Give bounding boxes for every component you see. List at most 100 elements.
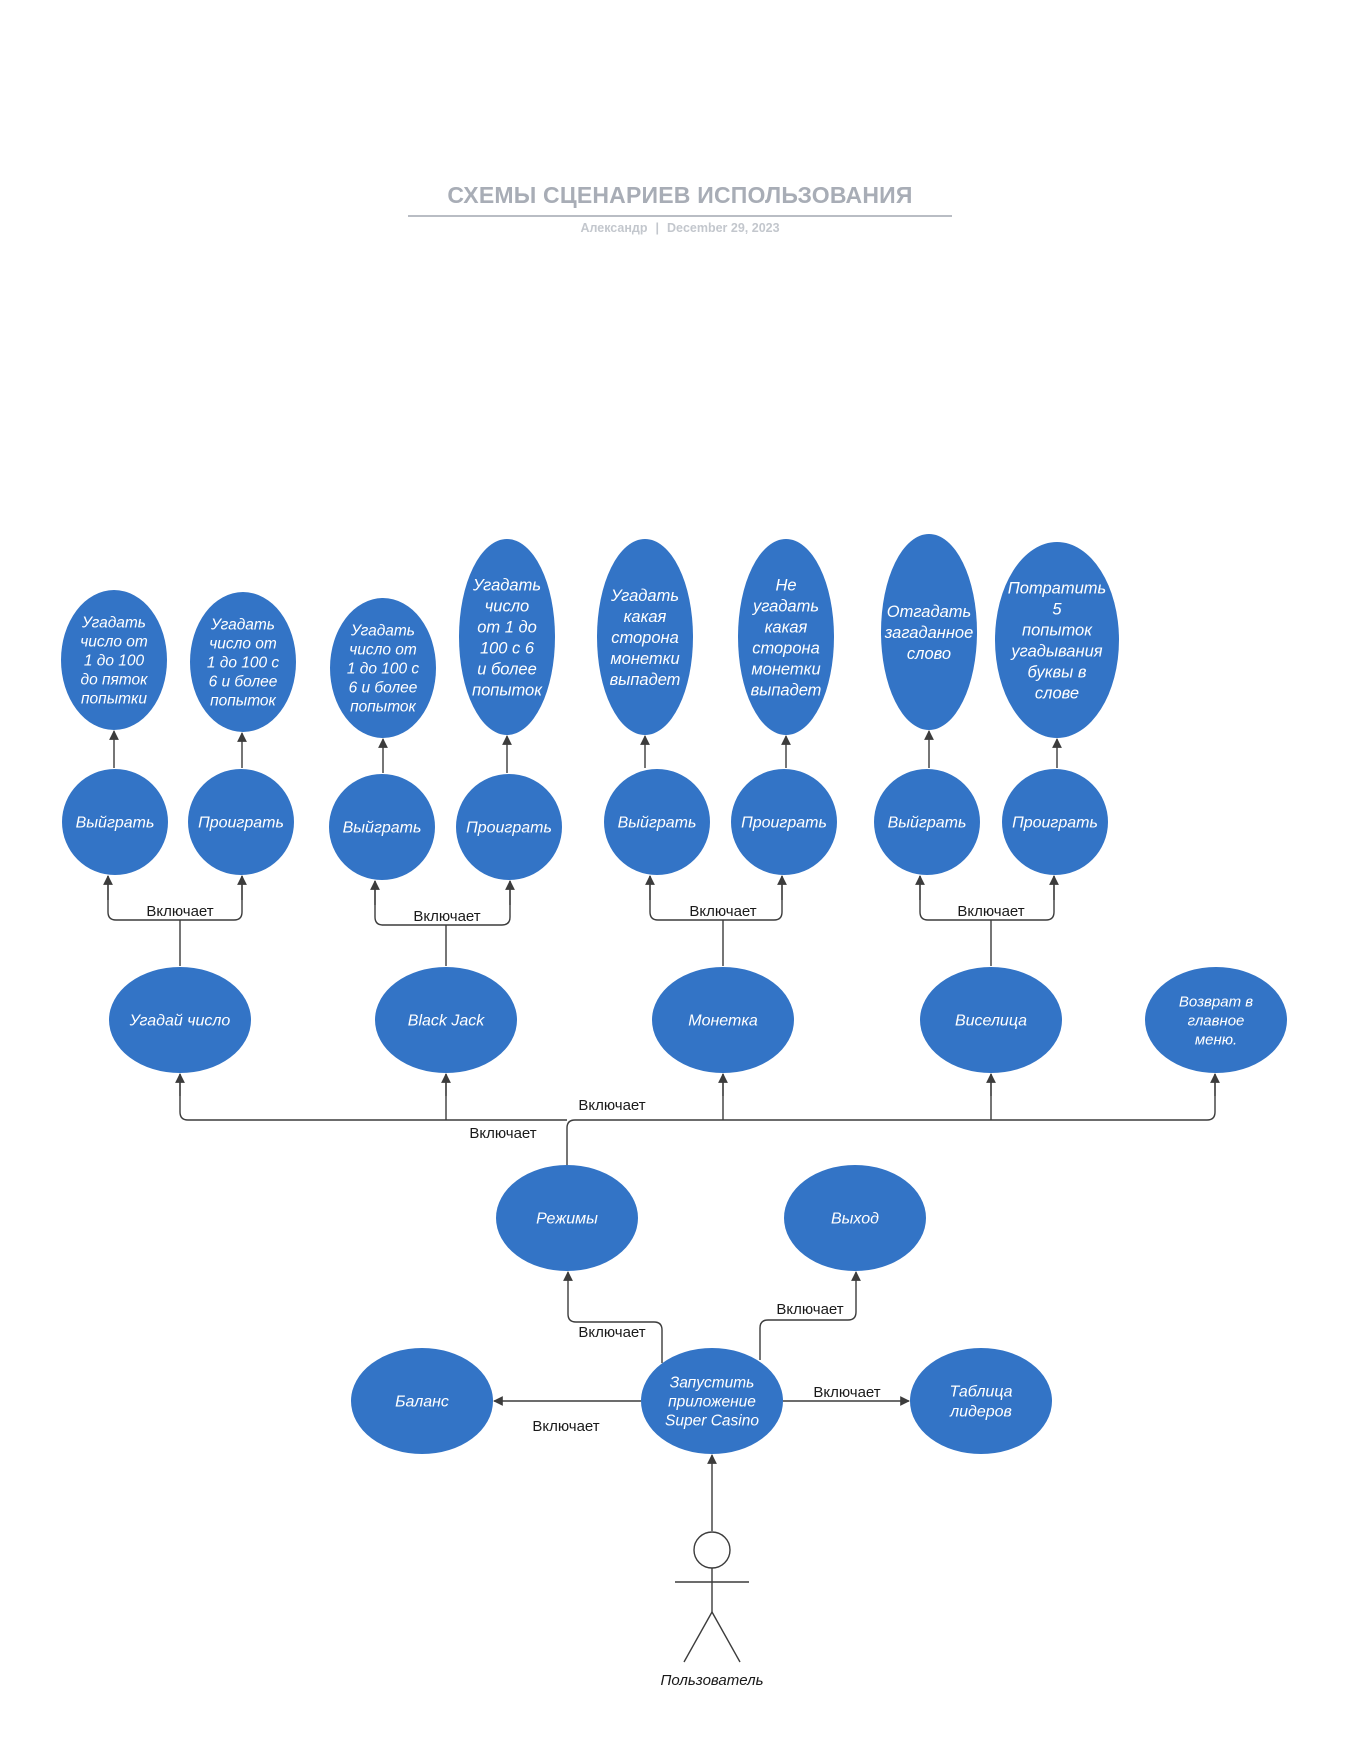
use-case-label-line: слово — [907, 645, 951, 663]
title-divider — [408, 215, 952, 217]
use-case-label-line: слове — [1035, 684, 1079, 702]
use-case-label: Проиграть — [198, 815, 284, 832]
edge-guess-bracket — [107, 876, 243, 966]
use-case-label-line: выпадет — [610, 671, 681, 689]
actor-right-leg — [711, 1611, 741, 1663]
use-case-bj-lose: Проиграть — [456, 774, 562, 880]
use-case-ellipse — [920, 967, 1062, 1073]
use-case-label-line: выпадет — [751, 681, 822, 699]
use-case-ellipse — [329, 774, 435, 880]
use-case-label-line: Угадать — [81, 614, 146, 631]
use-case-label: Проиграть — [466, 820, 552, 837]
use-case-guess-number: Угадай число — [109, 967, 251, 1073]
use-case-label-line: 6 и более — [209, 673, 278, 690]
use-case-ellipse — [456, 774, 562, 880]
use-case-ellipse — [62, 769, 168, 875]
use-case-label-line: 100 с 6 — [480, 639, 535, 657]
page-date: December 29, 2023 — [666, 221, 780, 235]
edge-label-includes: Включает — [532, 1418, 599, 1435]
use-case-label-line: Режимы — [536, 1211, 598, 1228]
use-case-label-line: Монетка — [688, 1013, 758, 1030]
use-case-label-line: Угадать — [350, 622, 415, 639]
use-case-label-line: главное — [1188, 1012, 1245, 1029]
use-case-ellipse — [738, 539, 834, 735]
use-case-label-line: Угадать — [210, 616, 275, 633]
use-case-modes: Режимы — [496, 1165, 638, 1271]
use-case-ellipse — [731, 769, 837, 875]
use-case-label-line: Выйграть — [888, 815, 967, 832]
use-case-label: Монетка — [688, 1013, 758, 1030]
edge-label-includes: Включает — [578, 1324, 645, 1341]
use-case-label-line: Выйграть — [76, 815, 155, 832]
use-case-label: Режимы — [536, 1211, 598, 1228]
use-case-label-line: Проиграть — [1012, 815, 1098, 832]
use-case-ellipse — [597, 539, 693, 735]
edge-label-includes: Включает — [469, 1125, 536, 1142]
use-case-label-line: монетки — [610, 650, 679, 668]
use-case-label-line: Угадать — [610, 587, 679, 605]
edge-label-includes: Включает — [146, 903, 213, 920]
edge-label-includes: Включает — [689, 903, 756, 920]
edge-label-includes: Включает — [957, 903, 1024, 920]
use-case-coin-win: Выйграть — [604, 769, 710, 875]
edge-launch-exit — [759, 1271, 861, 1360]
use-case-label-line: Выйграть — [618, 815, 697, 832]
use-case-label-line: Возврат в — [1179, 993, 1253, 1010]
use-case-label-line: число от — [209, 635, 277, 652]
use-case-label-line: 1 до 100 — [84, 652, 145, 669]
use-case-label: Баланс — [395, 1394, 449, 1411]
use-case-label-line: 1 до 100 с — [207, 654, 280, 671]
use-case-label-line: меню. — [1195, 1031, 1237, 1048]
use-case-ellipse — [784, 1165, 926, 1271]
use-case-label: Выход — [831, 1211, 879, 1228]
use-case-coin-lose: Проиграть — [731, 769, 837, 875]
actor-user: Пользователь — [661, 1531, 764, 1689]
use-case-label-line: Угадать — [472, 576, 541, 594]
use-case-balance: Баланс — [351, 1348, 493, 1454]
edge-label-includes: Включает — [813, 1384, 880, 1401]
use-case-label: Возврат в главное меню. — [1179, 993, 1253, 1048]
author-name: Александр — [580, 221, 648, 235]
use-case-guess-lose: Проиграть — [188, 769, 294, 875]
use-case-label-line: Проиграть — [466, 820, 552, 837]
use-case-label: Black Jack — [408, 1013, 485, 1030]
use-case-label-line: Проиграть — [198, 815, 284, 832]
use-case-label-line: попыток — [472, 681, 543, 699]
use-case-label-line: Выход — [831, 1211, 879, 1228]
use-case-label-line: и более — [477, 660, 537, 678]
edge-hang-bracket — [919, 876, 1055, 966]
use-case-label-line: Запустить — [670, 1374, 755, 1391]
actor-left-leg — [683, 1611, 713, 1663]
use-case-ellipse — [910, 1348, 1052, 1454]
use-case-ellipse — [1145, 967, 1287, 1073]
use-case-label-line: 6 и более — [349, 679, 418, 696]
use-case-label-line: 1 до 100 с — [347, 660, 420, 677]
use-case-label-line: Super Casino — [665, 1412, 759, 1429]
use-case-ellipse — [995, 542, 1119, 738]
use-case-label-line: Отгадать — [887, 603, 971, 621]
use-case-return-menu: Возврат в главное меню. — [1145, 967, 1287, 1073]
use-case-ellipse — [109, 967, 251, 1073]
use-case-label-line: попыток — [1022, 621, 1093, 639]
use-case-ellipse — [604, 769, 710, 875]
use-case-label-line: сторона — [611, 629, 679, 647]
use-case-label-line: Black Jack — [408, 1013, 485, 1030]
use-case-label: Выйграть — [343, 820, 422, 837]
use-case-label-line: угадать — [752, 597, 819, 615]
use-case-label-line: приложение — [668, 1393, 756, 1410]
use-case-label-line: Баланс — [395, 1394, 449, 1411]
use-case-label-line: попыток — [350, 698, 416, 715]
use-case-label-line: до пяток — [81, 671, 149, 688]
edge-label-includes: Включает — [413, 908, 480, 925]
